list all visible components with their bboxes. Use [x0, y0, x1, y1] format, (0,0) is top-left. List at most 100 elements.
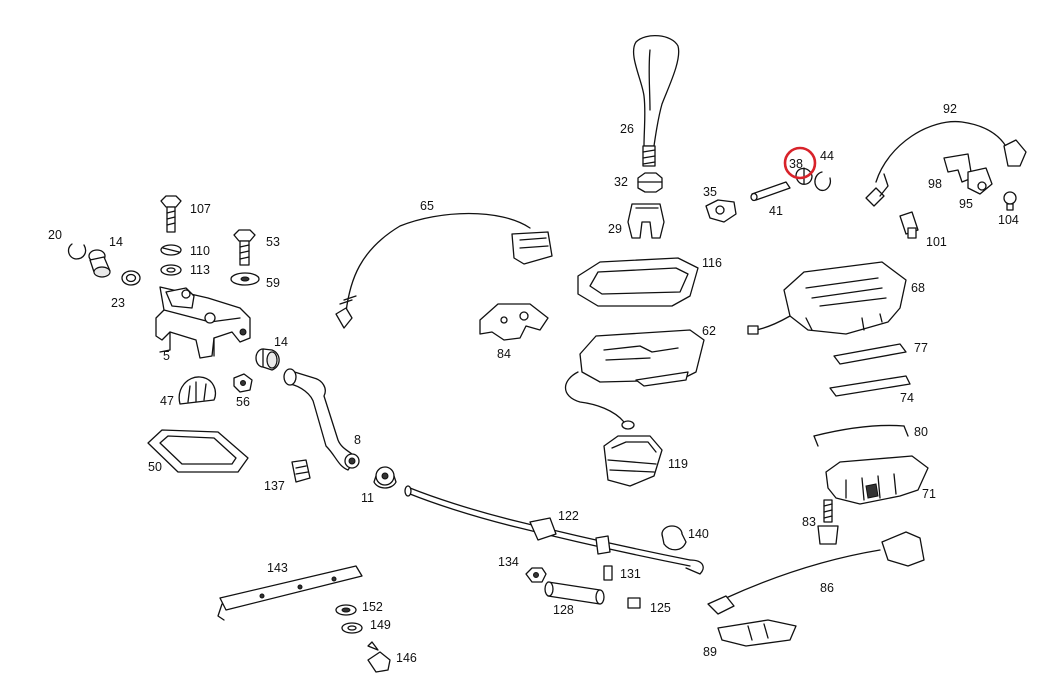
label-part-77: 77 [914, 341, 928, 355]
part-14-bushing[interactable] [88, 249, 111, 278]
part-71-bracket[interactable] [825, 455, 929, 505]
label-part-41: 41 [769, 204, 783, 218]
label-part-84: 84 [497, 347, 511, 361]
part-65-cable-connector[interactable] [335, 212, 553, 329]
part-125-sleeve[interactable] [627, 597, 641, 609]
part-41-pin[interactable] [750, 181, 791, 202]
part-86-cable-connector[interactable] [707, 531, 925, 615]
label-part-122: 122 [558, 509, 579, 523]
label-part-5: 5 [163, 349, 170, 363]
part-5-selector-housing[interactable] [155, 286, 251, 359]
part-84-bracket[interactable] [479, 303, 549, 341]
label-part-53: 53 [266, 235, 280, 249]
part-101-sensor[interactable] [899, 211, 919, 239]
part-104-plug[interactable] [1003, 191, 1017, 211]
label-part-20: 20 [48, 228, 62, 242]
part-14-bushing-2[interactable] [255, 348, 280, 371]
label-part-38: 38 [789, 157, 803, 171]
part-62-shift-gate-plate[interactable] [564, 329, 705, 430]
label-part-23: 23 [111, 296, 125, 310]
part-140-bushing[interactable] [661, 525, 687, 551]
part-89-connector[interactable] [717, 619, 797, 647]
part-113-washer[interactable] [160, 264, 182, 276]
label-part-140: 140 [688, 527, 709, 541]
part-107-bolt[interactable] [160, 195, 182, 233]
part-128-pin[interactable] [544, 581, 605, 605]
label-part-59: 59 [266, 276, 280, 290]
part-143-rail[interactable] [217, 565, 363, 621]
part-59-washer[interactable] [230, 272, 260, 286]
label-part-71: 71 [922, 487, 936, 501]
part-98-bracket[interactable] [943, 153, 973, 183]
part-29-lever-bracket[interactable] [627, 203, 665, 239]
part-44-circlip[interactable] [814, 171, 832, 192]
part-131-pin[interactable] [603, 565, 613, 581]
part-53-bolt[interactable] [233, 229, 256, 266]
part-122-cable[interactable] [404, 485, 704, 575]
label-part-137: 137 [264, 479, 285, 493]
label-part-152: 152 [362, 600, 383, 614]
part-47-cover[interactable] [178, 376, 217, 405]
label-part-29: 29 [608, 222, 622, 236]
label-part-104: 104 [998, 213, 1019, 227]
label-part-98: 98 [928, 177, 942, 191]
label-part-80: 80 [914, 425, 928, 439]
label-part-101: 101 [926, 235, 947, 249]
label-part-119: 119 [668, 457, 688, 471]
part-20-circlip[interactable] [67, 243, 87, 260]
label-part-92: 92 [943, 102, 957, 116]
label-part-14: 14 [109, 235, 123, 249]
label-part-65: 65 [420, 199, 434, 213]
label-part-68: 68 [911, 281, 925, 295]
label-part-86: 86 [820, 581, 834, 595]
label-part-113: 113 [190, 263, 210, 277]
label-part-131: 131 [620, 567, 641, 581]
label-part-116: 116 [702, 256, 722, 270]
part-152-clip[interactable] [335, 604, 357, 616]
label-part-8: 8 [354, 433, 361, 447]
label-part-62: 62 [702, 324, 716, 338]
label-part-35: 35 [703, 185, 717, 199]
label-part-146: 146 [396, 651, 417, 665]
highlight-circle-part-38 [783, 146, 817, 180]
label-part-89: 89 [703, 645, 717, 659]
label-part-56: 56 [236, 395, 250, 409]
part-8-shift-lever[interactable] [283, 368, 360, 471]
label-part-134: 134 [498, 555, 519, 569]
label-part-11: 11 [361, 491, 374, 505]
part-83-screw[interactable] [817, 499, 839, 545]
part-134-nut[interactable] [525, 567, 547, 583]
label-part-95: 95 [959, 197, 973, 211]
part-119-boot[interactable] [603, 435, 663, 487]
part-146-screw[interactable] [367, 641, 391, 673]
label-part-83: 83 [802, 515, 816, 529]
label-part-32: 32 [614, 175, 628, 189]
part-116-trim-frame[interactable] [577, 257, 699, 307]
part-50-gasket[interactable] [147, 429, 249, 473]
part-80-strip[interactable] [813, 424, 909, 447]
part-95-switch[interactable] [967, 167, 993, 195]
part-35-clip[interactable] [705, 199, 737, 223]
part-11-bushing[interactable] [373, 466, 397, 489]
label-part-125: 125 [650, 601, 671, 615]
part-77-plate[interactable] [833, 343, 907, 365]
label-part-26: 26 [620, 122, 634, 136]
part-137-clip[interactable] [291, 459, 311, 483]
part-74-plate[interactable] [829, 375, 911, 397]
part-110-washer[interactable] [160, 244, 182, 256]
label-part-44: 44 [820, 149, 834, 163]
part-56-clip[interactable] [233, 373, 253, 393]
part-23-ring[interactable] [121, 270, 141, 286]
part-68-housing-cover[interactable] [747, 261, 907, 335]
label-part-143: 143 [267, 561, 288, 575]
label-part-74: 74 [900, 391, 914, 405]
label-part-149: 149 [370, 618, 391, 632]
label-part-128: 128 [553, 603, 574, 617]
part-32-nut[interactable] [637, 172, 663, 193]
part-149-washer[interactable] [341, 622, 363, 634]
label-part-47: 47 [160, 394, 174, 408]
label-part-14b: 14 [274, 335, 288, 349]
part-26-shift-knob[interactable] [632, 35, 680, 167]
label-part-50: 50 [148, 460, 162, 474]
part-92-cable-harness[interactable] [865, 120, 1027, 207]
